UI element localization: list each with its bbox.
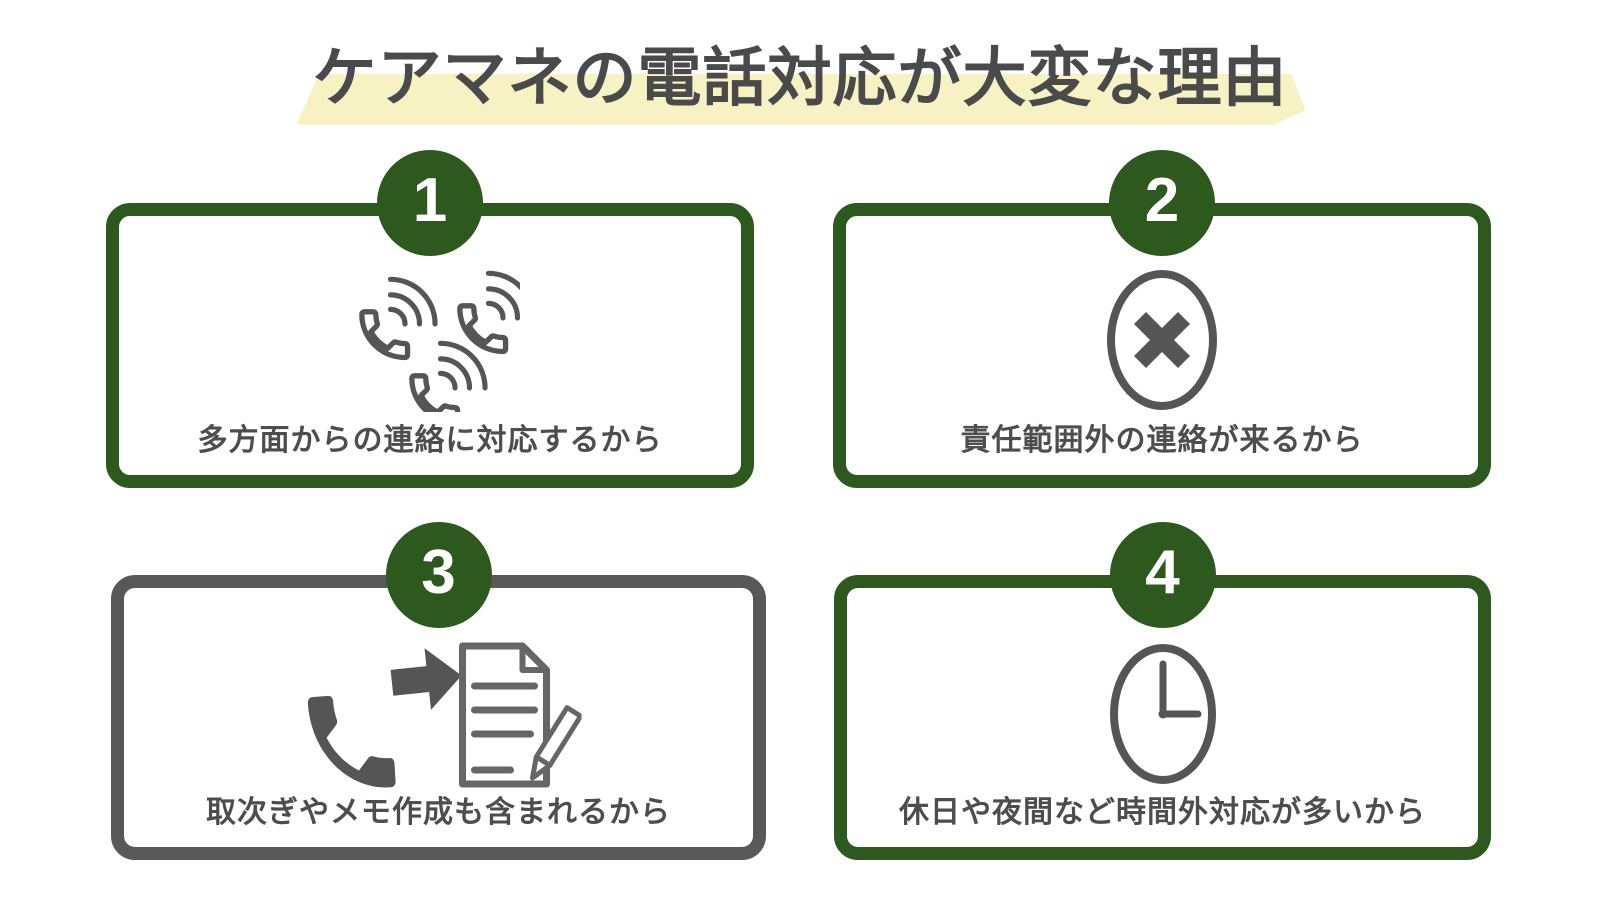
reason-card-4: 4 休日や夜間など時間外対応が多いから <box>834 522 1491 860</box>
page-title-text: ケアマネの電話対応が大変な理由 <box>312 42 1288 114</box>
number-badge-3: 3 <box>385 522 492 628</box>
card-caption-1: 多方面からの連絡に対応するから <box>197 424 663 457</box>
number-badge-1: 1 <box>377 150 483 256</box>
card-caption-3: 取次ぎやメモ作成も含まれるから <box>206 796 671 829</box>
number-badge-2: 2 <box>1109 150 1215 256</box>
reason-card-2: 2 責任範囲外の連絡が来るから <box>833 150 1491 488</box>
card-caption-4: 休日や夜間など時間外対応が多いから <box>899 796 1426 829</box>
reason-card-1: 1 多方面からの連絡に対応するから <box>106 150 754 488</box>
phone-to-memo-icon <box>307 642 581 788</box>
cross-circle-icon <box>1107 270 1217 410</box>
number-badge-4: 4 <box>1109 522 1216 628</box>
title-area: ケアマネの電話対応が大変な理由 <box>0 40 1600 125</box>
card-caption-2: 責任範囲外の連絡が来るから <box>960 424 1364 457</box>
page-title: ケアマネの電話対応が大変な理由 <box>296 40 1306 125</box>
ringing-phones-icon <box>340 264 520 412</box>
clock-icon <box>1109 644 1216 784</box>
title-highlight <box>296 74 1306 125</box>
reason-card-3: 3 取次ぎやメモ作成も含まれるから <box>111 522 766 860</box>
